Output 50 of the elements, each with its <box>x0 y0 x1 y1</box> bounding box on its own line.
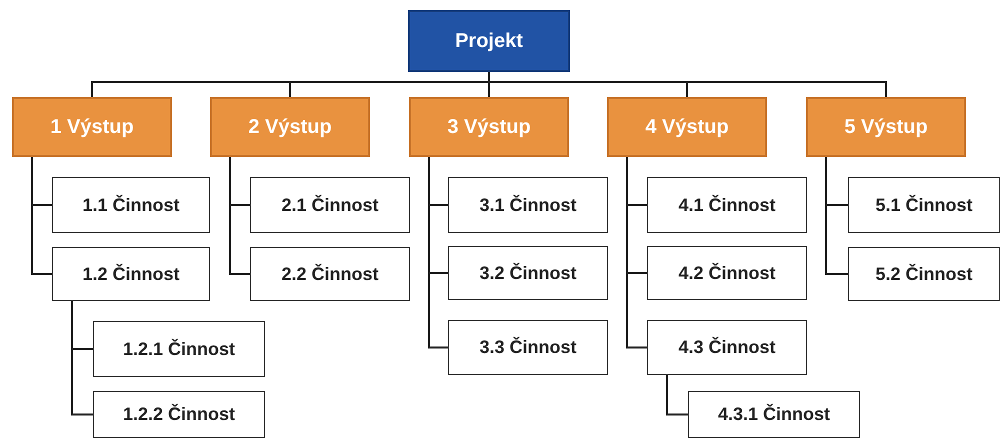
box-label: 3.1 Činnost <box>479 194 576 216</box>
activity-box <box>647 177 807 233</box>
activity-box <box>52 247 210 301</box>
project-box <box>408 10 570 72</box>
connector-line <box>666 375 688 416</box>
output-box <box>806 97 966 157</box>
box-label: 5 Výstup <box>844 116 928 138</box>
box-label: 1 Výstup <box>50 116 134 138</box>
box-label: 4.2 Činnost <box>678 262 776 284</box>
box-label: 3 Výstup <box>447 116 531 138</box>
box-label: 5.1 Činnost <box>875 194 972 216</box>
box-label: 1.2 Činnost <box>82 264 180 284</box>
output-box <box>607 97 767 157</box>
connector-line <box>31 157 52 275</box>
activity-box <box>448 177 608 233</box>
activity-box <box>688 391 860 438</box>
box-label: 3.2 Činnost <box>479 262 576 284</box>
output-box <box>12 97 172 157</box>
activity-box <box>848 177 1000 233</box>
connector-line <box>229 157 250 275</box>
connector-line <box>626 157 647 348</box>
activity-box <box>848 247 1000 301</box>
connector-line <box>71 301 93 416</box>
activity-box <box>52 177 210 233</box>
activity-box <box>647 320 807 375</box>
box-label: 2.1 Činnost <box>281 194 378 216</box>
activity-box <box>647 246 807 300</box>
box-label: 4.3 Činnost <box>678 337 776 358</box>
box-label: 1.2.1 Činnost <box>122 338 236 360</box>
activity-box <box>448 320 608 375</box>
output-box <box>409 97 569 157</box>
connector-line <box>488 72 887 97</box>
box-label: 4.1 Činnost <box>678 194 776 216</box>
box-label: 4.3.1 Činnost <box>718 404 830 425</box>
connector-line <box>428 157 448 348</box>
box-label: 3.3 Činnost <box>479 337 576 358</box>
box-label: 2.2 Činnost <box>281 264 378 284</box>
activity-box <box>250 247 410 301</box>
box-label: 1.1 Činnost <box>82 194 180 216</box>
activity-box <box>93 321 265 377</box>
box-label: 1.2.2 Činnost <box>122 404 236 425</box>
box-label: 2 Výstup <box>248 116 332 138</box>
activity-box <box>93 391 265 438</box>
connector-line <box>825 157 848 275</box>
activity-box <box>448 246 608 300</box>
activity-box <box>250 177 410 233</box>
output-box <box>210 97 370 157</box>
box-label: 4 Výstup <box>645 116 729 138</box>
box-label: Projekt <box>455 30 523 52</box>
box-label: 5.2 Činnost <box>875 264 972 284</box>
